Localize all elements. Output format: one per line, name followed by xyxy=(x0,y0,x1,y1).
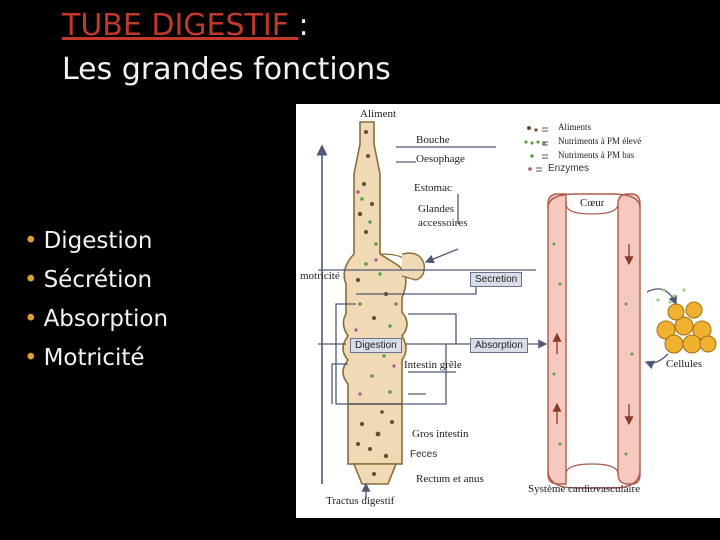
slide-title-line-1: TUBE DIGESTIF : xyxy=(62,8,309,43)
label-aliment: Aliment xyxy=(360,108,397,120)
digestive-tube xyxy=(342,121,426,485)
bullet-marker-icon: • xyxy=(24,306,38,332)
bullet-item: •Absorption xyxy=(24,300,168,339)
bullet-item: •Digestion xyxy=(24,222,168,261)
legend-aliments: Aliments xyxy=(558,122,591,132)
label-tractus: Tractus digestif xyxy=(326,495,395,507)
bullet-text: Sécrétion xyxy=(43,267,153,293)
label-rectum: Rectum et anus xyxy=(416,473,484,485)
box-digestion: Digestion xyxy=(350,338,402,353)
bullet-text: Absorption xyxy=(43,306,169,332)
label-systeme: Système cardiovasculaire xyxy=(528,483,641,495)
label-coeur: Cœur xyxy=(580,197,605,209)
label-gros-intestin: Gros intestin xyxy=(412,428,469,440)
bullet-list: •Digestion •Sécrétion •Absorption •Motri… xyxy=(24,222,168,378)
blood-nutrients xyxy=(552,242,634,456)
legend-pm-bas: Nutriments à PM bas xyxy=(558,150,635,160)
legend-enzymes: Enzymes xyxy=(548,163,590,174)
label-estomac: Estomac xyxy=(414,182,452,194)
diagram-graphics xyxy=(316,121,717,499)
box-secretion: Secretion xyxy=(470,272,523,287)
label-intestin-grele: Intestin grêle xyxy=(404,359,462,371)
bullet-marker-icon: • xyxy=(24,228,38,254)
label-bouche: Bouche xyxy=(416,134,450,146)
bullet-marker-icon: • xyxy=(24,345,38,371)
cell-nutrient-dots xyxy=(656,288,686,304)
label-glandes: Glandes xyxy=(418,203,455,215)
box-absorption: Absorption xyxy=(470,338,528,353)
label-oesophage: Oesophage xyxy=(416,153,465,165)
label-accessoires: accessoires xyxy=(418,217,468,229)
bullet-item: •Motricité xyxy=(24,339,168,378)
enzyme-particles xyxy=(354,190,398,396)
title-underlined: TUBE DIGESTIF xyxy=(62,8,299,43)
bullet-text: Digestion xyxy=(43,228,153,254)
label-feces: Feces xyxy=(410,449,438,460)
label-cellules: Cellules xyxy=(666,358,703,370)
bullet-item: •Sécrétion xyxy=(24,261,168,300)
cardiovascular-loop xyxy=(547,193,641,489)
cells-cluster xyxy=(656,301,717,354)
title-colon: : xyxy=(298,8,309,43)
nutrient-particles xyxy=(358,197,392,394)
food-particles xyxy=(356,130,394,476)
blood-flow-arrows xyxy=(552,244,634,426)
legend-pm-eleve: Nutriments à PM élevé xyxy=(558,136,642,146)
legend-icons xyxy=(524,126,548,172)
bullet-marker-icon: • xyxy=(24,267,38,293)
label-motricite: motricité xyxy=(300,270,340,282)
digestive-diagram: Aliment Bouche Oesophage Estomac Glandes… xyxy=(296,104,720,518)
bullet-text: Motricité xyxy=(43,345,145,371)
slide-title-line-2: Les grandes fonctions xyxy=(62,52,391,87)
